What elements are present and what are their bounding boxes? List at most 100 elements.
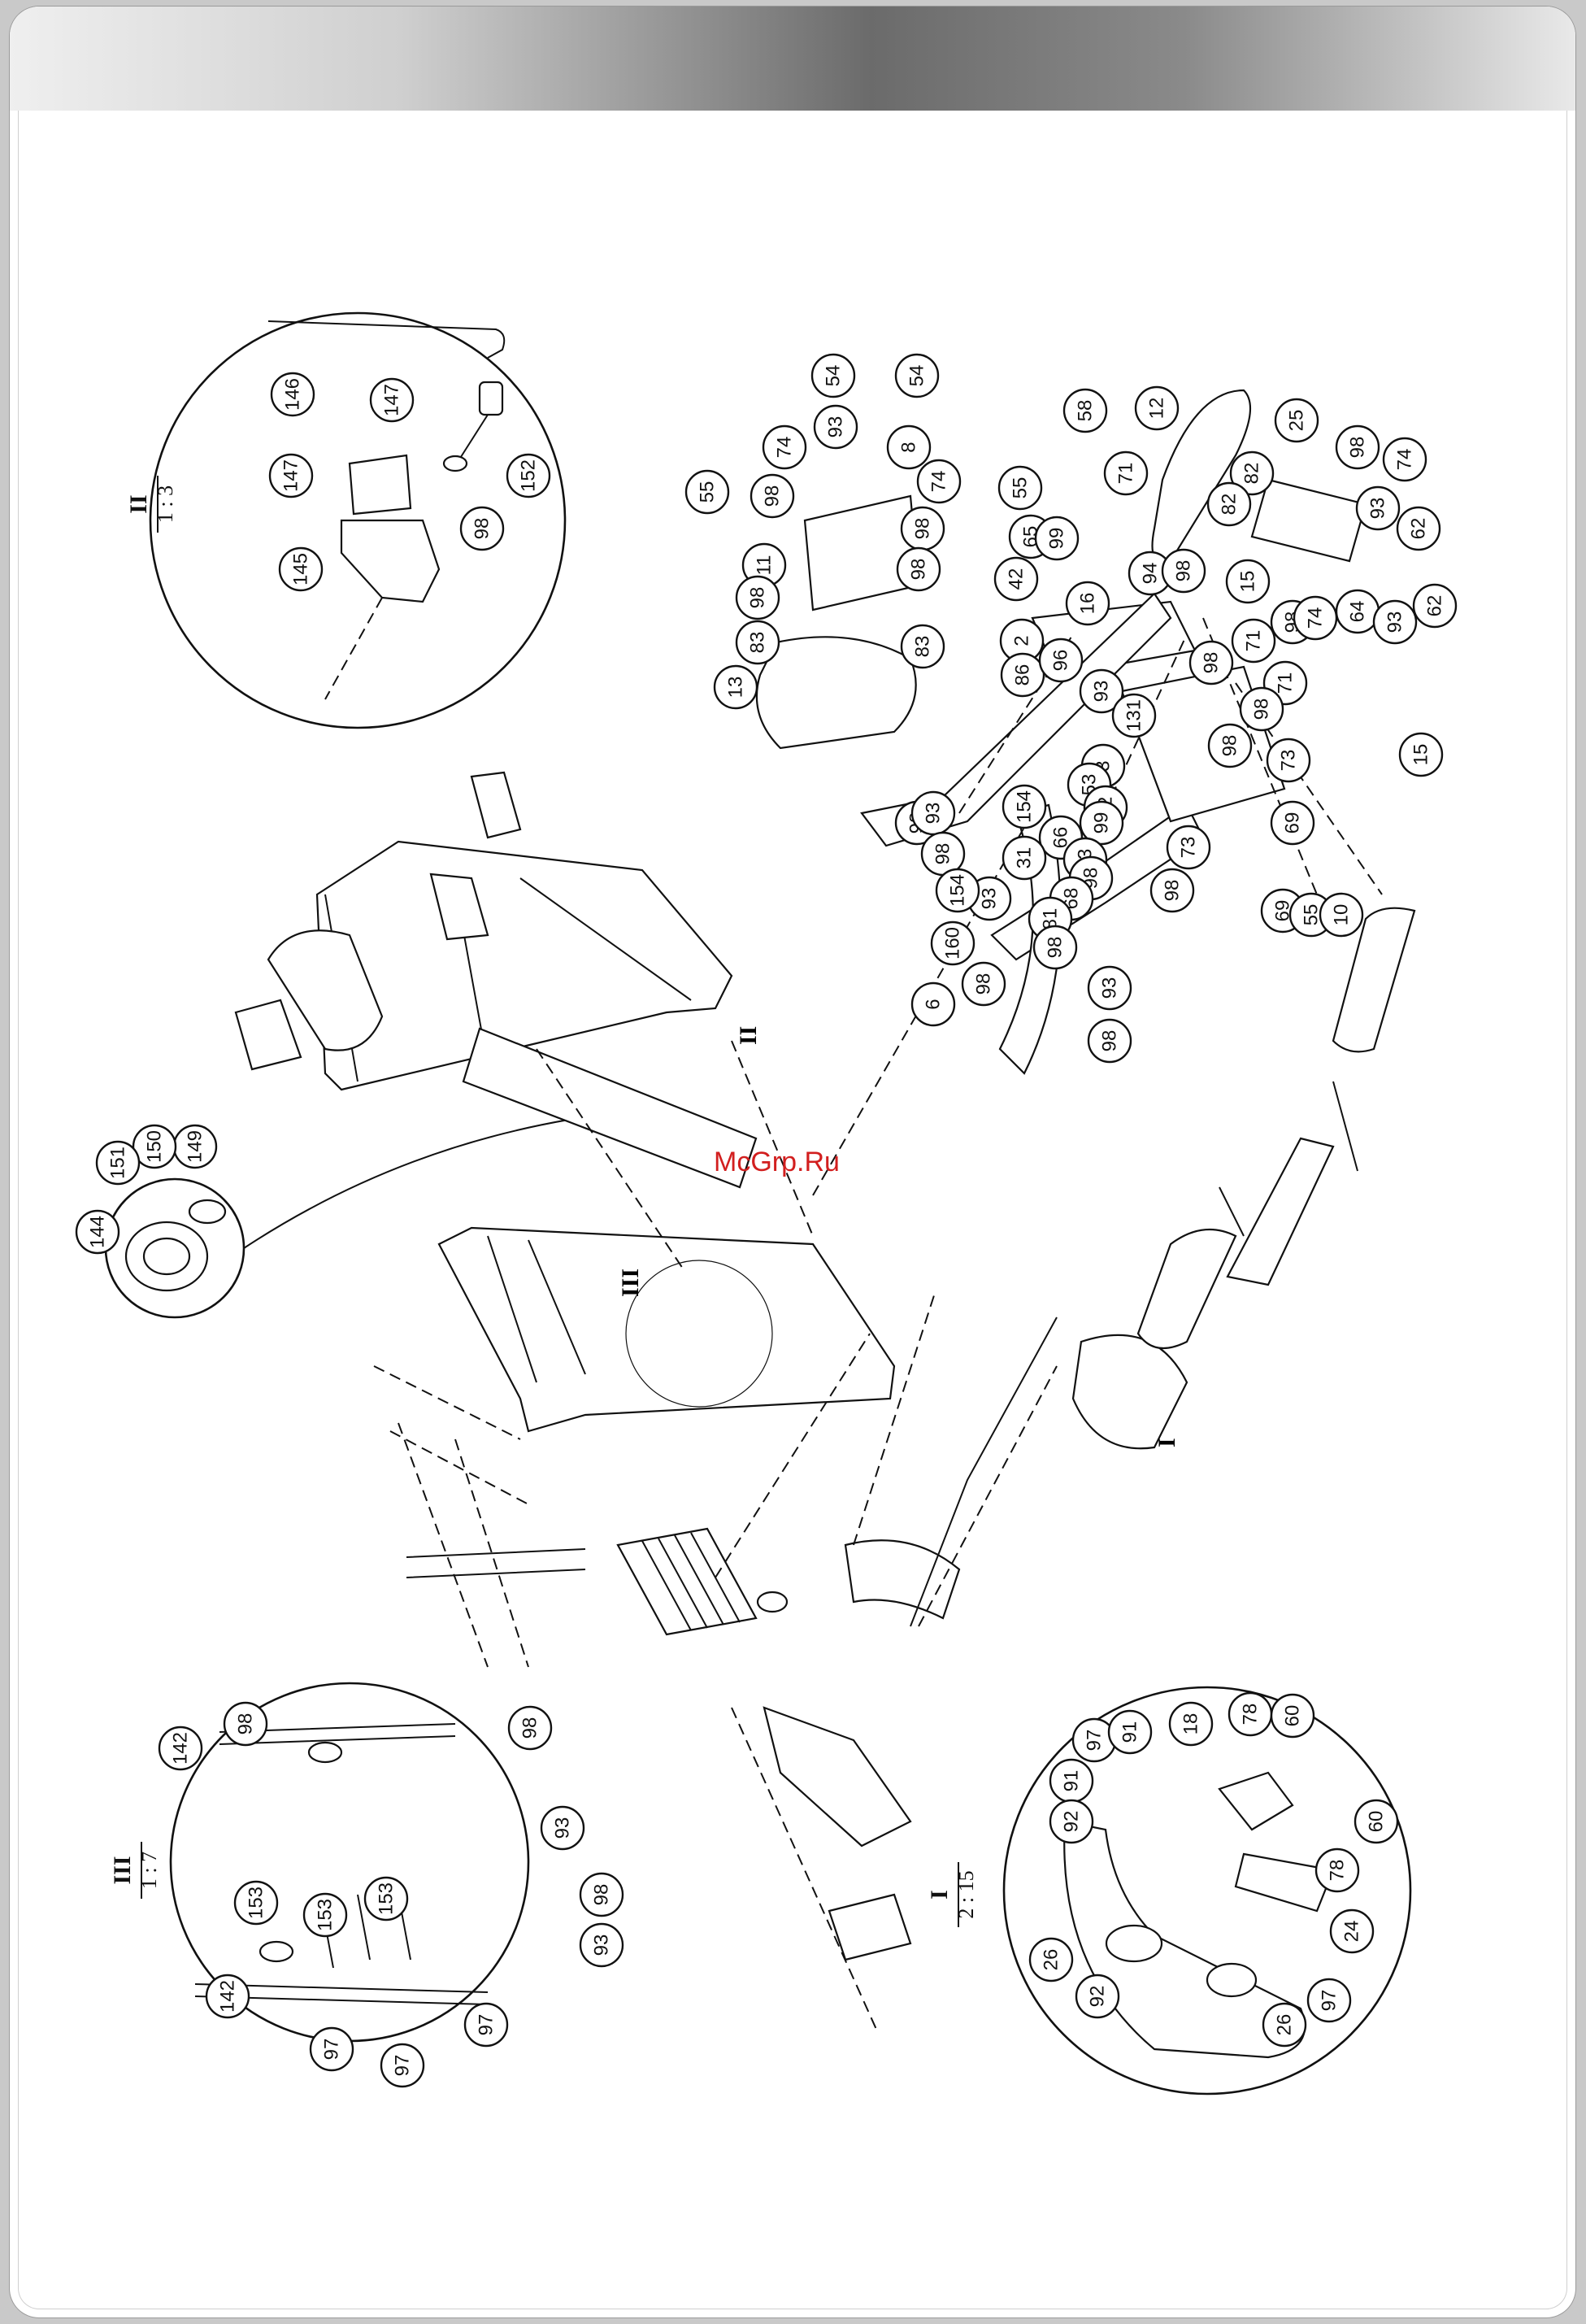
- detail-iii-callout-98: 98: [579, 1872, 624, 1917]
- svg-text:98: 98: [1251, 699, 1273, 720]
- detail-iii-callout-93: 93: [579, 1922, 624, 1968]
- assembly-callout-98: 98: [1207, 723, 1253, 768]
- detail-i-callout-91: 91: [1107, 1709, 1153, 1755]
- assembly-callout-55: 55: [1288, 892, 1334, 938]
- detail-iii-callout-97: 97: [463, 2002, 509, 2048]
- assembly-callout-8: 8: [886, 424, 932, 470]
- assembly-callout-98: 98: [896, 546, 941, 592]
- assembly-callout-94: 94: [1128, 551, 1173, 596]
- svg-text:98: 98: [1347, 437, 1369, 459]
- svg-text:93: 93: [591, 1934, 613, 1956]
- linkage-rod: [910, 1316, 1058, 1627]
- svg-text:58: 58: [1075, 400, 1097, 422]
- detail-ii-bracket: [348, 454, 412, 516]
- svg-text:86: 86: [1012, 664, 1034, 686]
- detail-i-bearing-right: [1206, 1962, 1258, 1998]
- assembly-callout-86: 86: [1000, 652, 1045, 698]
- detail-i-callout-18: 18: [1168, 1701, 1214, 1747]
- assembly-callout-74: 74: [762, 424, 807, 470]
- assembly-callout-25: 25: [1274, 398, 1319, 443]
- assembly-callout-98: 98: [961, 961, 1006, 1007]
- svg-text:11: 11: [754, 555, 776, 576]
- pulley-callout-149: 149: [172, 1124, 218, 1169]
- detail-iii: [169, 1682, 530, 2043]
- detail-i-scale-label: I 2 : 15: [926, 1862, 978, 1927]
- assembly-callout-131: 131: [1111, 693, 1157, 738]
- pulley-cap: [188, 1199, 227, 1225]
- detail-i-callout-60: 60: [1354, 1799, 1399, 1844]
- svg-text:98: 98: [519, 1717, 541, 1739]
- svg-text:12: 12: [1146, 398, 1168, 420]
- svg-text:131: 131: [1123, 699, 1145, 732]
- detail-ii-callout-98: 98: [459, 506, 505, 551]
- weight-plate-front: [616, 1527, 758, 1636]
- svg-text:97: 97: [321, 2039, 343, 2061]
- assembly-callout-98: 98: [1239, 686, 1284, 732]
- svg-text:93: 93: [552, 1817, 574, 1839]
- svg-text:31: 31: [1014, 847, 1036, 869]
- svg-text:151: 151: [107, 1147, 129, 1179]
- lower-arm-9: [763, 1706, 912, 1847]
- svg-text:71: 71: [1115, 463, 1137, 485]
- svg-text:153: 153: [246, 1887, 267, 1919]
- assembly-callout-74: 74: [1382, 437, 1427, 482]
- assembly-callout-15: 15: [1225, 559, 1271, 604]
- assembly-callout-62: 62: [1412, 583, 1458, 629]
- watermark-text: McGrp.Ru: [714, 1147, 840, 1177]
- svg-text:62: 62: [1424, 595, 1446, 617]
- detail-i-callout-78: 78: [1314, 1847, 1360, 1893]
- svg-text:97: 97: [392, 2055, 414, 2077]
- assembly-callout-98: 98: [1032, 925, 1078, 970]
- detail-ii-callout-152: 152: [506, 453, 551, 498]
- assembly-callout-74: 74: [916, 459, 962, 504]
- assembly-callout-93: 93: [1372, 599, 1418, 645]
- shroud-body: [315, 840, 733, 1091]
- svg-text:142: 142: [170, 1732, 192, 1765]
- guide-rods: [406, 1548, 586, 1578]
- assembly-callout-55: 55: [997, 465, 1043, 511]
- svg-text:98: 98: [908, 559, 930, 581]
- svg-text:98: 98: [912, 518, 934, 540]
- assembly-callout-64: 64: [1335, 589, 1380, 634]
- assembly-callout-154: 154: [1002, 784, 1047, 829]
- detail-ii-callout-145: 145: [278, 546, 324, 592]
- assembly-callout-83: 83: [900, 624, 945, 669]
- detail-i-bearing-left: [1105, 1924, 1163, 1963]
- svg-text:98: 98: [932, 843, 954, 865]
- svg-text:15: 15: [1410, 744, 1432, 766]
- svg-text:98: 98: [1173, 560, 1195, 582]
- detail-iii-callout-98: 98: [223, 1701, 268, 1747]
- detail-iii-callout-153: 153: [233, 1880, 279, 1926]
- svg-text:74: 74: [928, 471, 950, 493]
- assembly-callout-74: 74: [1293, 595, 1338, 641]
- assembly-callout-16: 16: [1065, 581, 1110, 626]
- frame-upright: [487, 1235, 586, 1383]
- assembly-callout-11: 11: [741, 542, 787, 588]
- svg-text:98: 98: [973, 973, 995, 995]
- seat-pad-13: [755, 636, 917, 750]
- assembly-callout-93: 93: [1355, 485, 1401, 531]
- detail-i: [1002, 1686, 1412, 2096]
- roller-35-upper: [1332, 907, 1416, 1053]
- detail-ii-leader: [324, 597, 383, 700]
- svg-text:55: 55: [1301, 904, 1323, 926]
- detail-i-flange: [1218, 1771, 1294, 1831]
- seat-bracket-11: [803, 494, 920, 611]
- svg-text:2: 2: [1011, 635, 1033, 646]
- detail-iii-callout-153: 153: [302, 1892, 348, 1938]
- svg-text:74: 74: [1305, 607, 1327, 629]
- svg-text:16: 16: [1077, 593, 1099, 615]
- pulley-hub: [142, 1237, 191, 1276]
- detail-iii-scale-label: III 1 : 7: [109, 1842, 161, 1899]
- detail-i-arc-plate: [1234, 1852, 1335, 1913]
- assembly-callout-71: 71: [1231, 618, 1276, 664]
- assembly-callout-73: 73: [1266, 738, 1311, 783]
- header-gradient-bar: [10, 7, 1575, 111]
- svg-text:62: 62: [1408, 518, 1430, 540]
- svg-text:91: 91: [1061, 1770, 1083, 1792]
- svg-text:91: 91: [1119, 1721, 1141, 1743]
- weight-stack-shroud: [234, 771, 733, 1091]
- detail-i-id-text: I: [926, 1890, 953, 1900]
- detail-iii-callout-142: 142: [158, 1726, 203, 1771]
- pivot-disk-24: [1071, 1334, 1188, 1450]
